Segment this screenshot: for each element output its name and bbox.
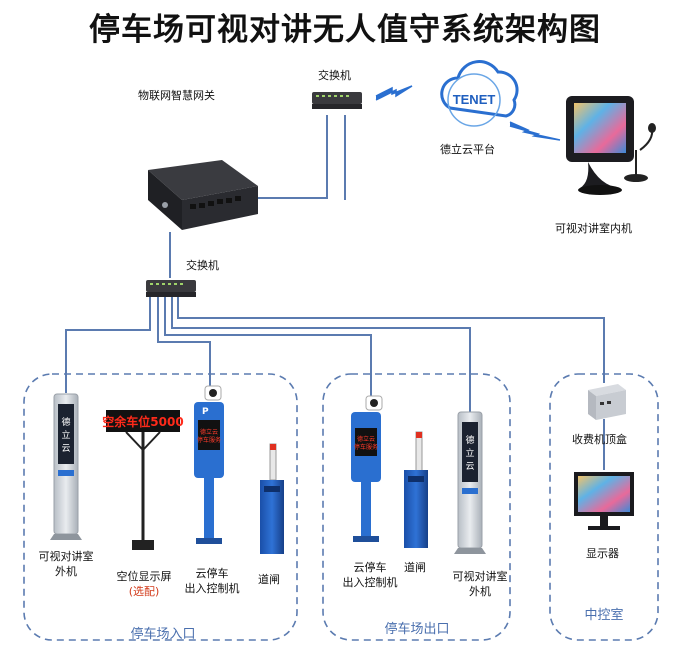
entry-intercom-label-line2: 外机 <box>55 565 77 578</box>
switch-mid-label: 交换机 <box>186 259 219 272</box>
svg-text:德立云: 德立云 <box>200 428 218 436</box>
wireless-signal-icon <box>375 85 413 101</box>
entry-controller-label: 云停车 出入控制机 <box>176 566 248 596</box>
vacancy-sign-text: 空余车位5000 <box>102 414 183 429</box>
switch-mid-icon <box>146 280 196 297</box>
cloud-platform-icon: TENET <box>440 60 519 127</box>
entry-intercom-label: 可视对讲室 外机 <box>30 549 102 579</box>
monitor-label: 显示器 <box>586 547 619 560</box>
exit-controller-label: 云停车 出入控制机 <box>334 560 406 590</box>
svg-text:立: 立 <box>465 447 474 459</box>
exit-zone-label: 停车场出口 <box>384 622 450 637</box>
switch-top-icon <box>312 92 362 109</box>
entry-gate-label: 道闸 <box>258 573 280 586</box>
svg-text:立: 立 <box>61 429 70 441</box>
svg-text:德: 德 <box>465 434 474 446</box>
gateway-label: 物联网智慧网关 <box>138 89 215 102</box>
exit-intercom-label-line2: 外机 <box>469 585 491 598</box>
indoor-unit-label: 可视对讲室内机 <box>555 222 632 235</box>
cloud-logo-text: TENET <box>453 92 496 107</box>
entry-controller-label-line2: 出入控制机 <box>184 582 240 595</box>
vacancy-screen-label: 空位显示屏 (选配) <box>106 569 182 599</box>
switch-top-label: 交换机 <box>318 69 351 82</box>
svg-text:云: 云 <box>465 462 474 472</box>
exit-intercom-post-icon <box>454 411 486 554</box>
exit-gate-label: 道闸 <box>404 561 426 574</box>
exit-controller-icon: 德立云 停车服务 <box>351 395 383 542</box>
entry-gate-icon <box>260 443 284 554</box>
cloud-label: 德立云平台 <box>440 143 495 156</box>
exit-controller-label-line2: 出入控制机 <box>342 576 398 589</box>
entry-zone-label: 停车场入口 <box>130 627 196 642</box>
svg-text:停车服务: 停车服务 <box>197 436 221 444</box>
toll-box-label: 收费机顶盒 <box>572 433 627 446</box>
svg-text:停车服务: 停车服务 <box>354 443 378 451</box>
exit-zone-border <box>322 373 511 641</box>
entry-intercom-post-icon <box>50 393 82 540</box>
exit-intercom-label: 可视对讲室 外机 <box>444 569 516 599</box>
gateway-device-icon <box>148 160 258 230</box>
vacancy-screen-label-line1: 空位显示屏 <box>116 570 172 583</box>
desktop-monitor-icon <box>574 472 634 530</box>
toll-box-icon <box>588 384 626 420</box>
vacancy-screen-note: (选配) <box>128 585 160 598</box>
svg-text:云: 云 <box>61 444 70 454</box>
exit-gate-icon <box>404 431 428 548</box>
page-title: 停车场可视对讲无人值守系统架构图 <box>89 12 601 48</box>
entry-intercom-label-line1: 可视对讲室 <box>38 550 94 563</box>
exit-controller-label-line1: 云停车 <box>353 561 387 574</box>
entry-zone-border <box>23 373 298 641</box>
vacancy-sign-icon: 空余车位5000 <box>102 410 184 550</box>
control-zone-label: 中控室 <box>584 608 624 623</box>
entry-controller-label-line1: 云停车 <box>195 567 229 580</box>
entry-controller-icon: 德立云 停车服务 P <box>194 385 224 544</box>
exit-intercom-label-line1: 可视对讲室 <box>452 570 508 583</box>
entry-intercom-post-text: 德 <box>61 416 70 428</box>
indoor-unit-icon <box>566 96 656 195</box>
svg-text:德立云: 德立云 <box>357 435 375 443</box>
svg-text:P: P <box>202 407 209 417</box>
wireless-signal-icon-2 <box>509 121 561 141</box>
connection-lines <box>65 115 605 470</box>
